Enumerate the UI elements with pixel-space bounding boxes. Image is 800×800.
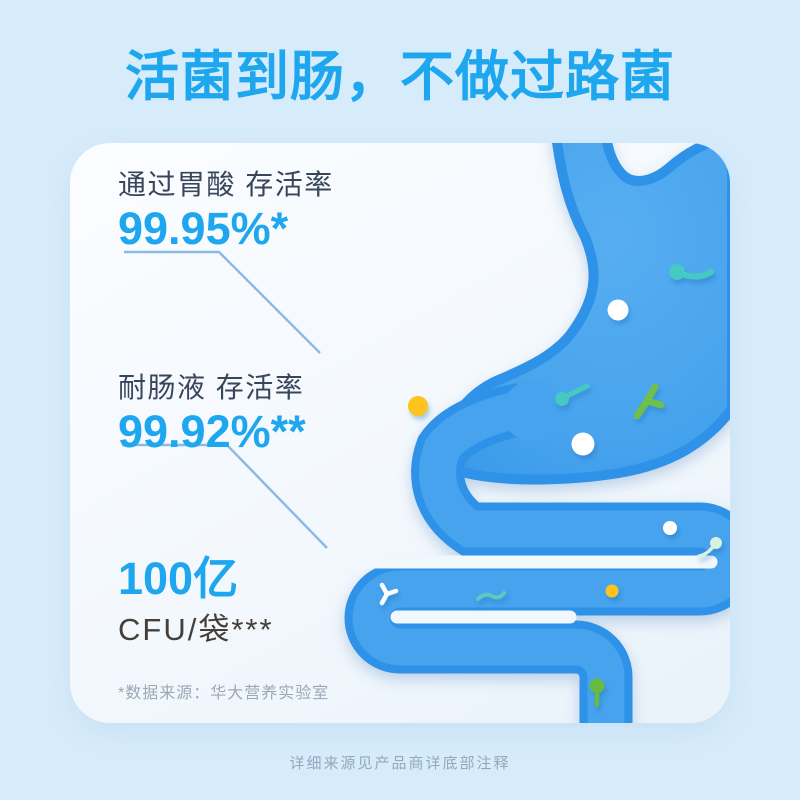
- data-source-footnote: *数据来源：华大营养实验室: [118, 685, 330, 702]
- green-y-microbe: [633, 383, 665, 420]
- stomach-intestine-illustration: [122, 143, 730, 723]
- leader-line-1: [124, 250, 321, 354]
- stat-label: 耐肠液 存活率: [118, 372, 305, 403]
- page-title: 活菌到肠，不做过路菌: [125, 47, 675, 107]
- stat-value: 100亿: [118, 553, 239, 604]
- teal-rod-microbe: [669, 264, 714, 280]
- stat-label: CFU/袋***: [118, 612, 274, 647]
- intestine-tube-fill: [352, 390, 730, 723]
- stat-value: 99.92%**: [118, 406, 306, 457]
- white-dot-microbe-small: [663, 521, 677, 535]
- stat-label: 通过胃酸 存活率: [118, 169, 334, 200]
- stat-intestinal-fluid-survival: 耐肠液 存活率 99.92%**: [118, 371, 306, 457]
- teal-rod-microbe-small: [555, 383, 590, 406]
- stat-gastric-acid-survival: 通过胃酸 存活率 99.95%*: [118, 168, 334, 254]
- green-pin-microbe: [589, 678, 605, 708]
- microbes: [379, 264, 722, 708]
- stomach-outlet-joint: [502, 381, 562, 441]
- mint-pin-microbe: [697, 537, 722, 558]
- white-y-microbe: [379, 582, 399, 606]
- teal-worm-microbe: [476, 591, 506, 601]
- white-dot-microbe: [571, 432, 595, 456]
- stat-cfu-per-bag: 100亿 CFU/袋***: [118, 554, 274, 650]
- bottom-caption: 详细来源见产品商详底部注释: [289, 755, 511, 772]
- stat-value: 99.95%*: [118, 203, 289, 254]
- white-dot-microbe: [607, 299, 629, 321]
- leader-line-2: [122, 443, 328, 549]
- info-card: 通过胃酸 存活率 99.95%* 耐肠液 存活率 99.92%** 100亿 C…: [70, 143, 730, 723]
- yellow-dot-microbe-small: [605, 584, 619, 598]
- yellow-dot-microbe: [408, 396, 428, 416]
